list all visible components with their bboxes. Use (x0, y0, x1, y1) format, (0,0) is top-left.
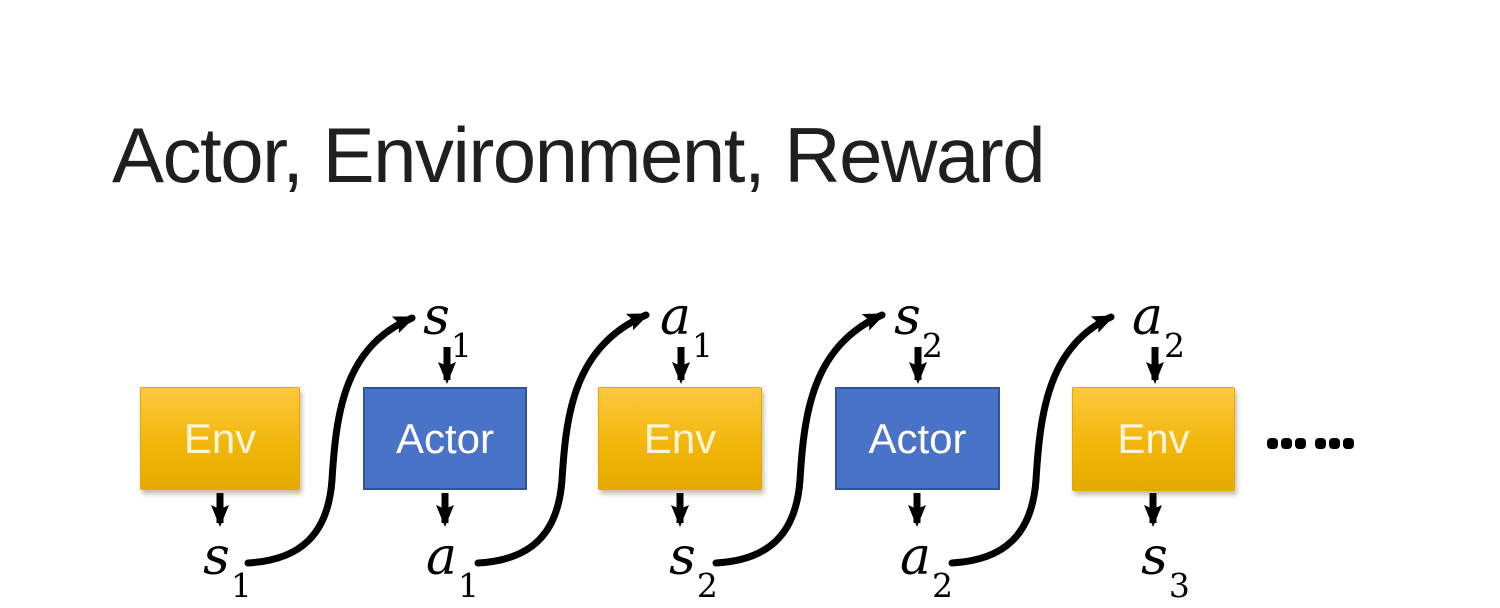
label-sub: 1 (692, 326, 713, 366)
action-label-a2-top: a2 (1108, 291, 1208, 362)
label-sub: 1 (230, 566, 252, 606)
label-sub: 1 (450, 326, 472, 366)
dot (1343, 438, 1354, 449)
label-base: a (1131, 287, 1163, 347)
dot (1281, 438, 1292, 449)
slide-title: Actor, Environment, Reward (112, 111, 1046, 199)
label-base: a (659, 287, 691, 347)
actor-box-1: Actor (363, 387, 527, 490)
label-base: a (899, 527, 931, 587)
dot (1315, 438, 1326, 449)
label-sub: 2 (921, 326, 943, 366)
label-sub: 2 (932, 566, 953, 606)
env-box-3: Env (1072, 387, 1235, 491)
label-base: s (1141, 527, 1168, 587)
action-label-a1-bottom: a1 (402, 531, 502, 602)
env-box-2: Env (598, 387, 762, 490)
label-sub: 1 (458, 566, 479, 606)
state-label-s1-bottom: s1 (177, 531, 277, 602)
env-box-2-label: Env (643, 414, 717, 462)
label-sub: 3 (1168, 566, 1190, 606)
env-box-1: Env (140, 387, 300, 490)
state-label-s3-bottom: s3 (1115, 531, 1215, 602)
label-sub: 2 (696, 566, 718, 606)
action-label-a1-top: a1 (636, 291, 736, 362)
state-label-s2-bottom: s2 (643, 531, 743, 602)
actor-box-1-label: Actor (395, 414, 495, 462)
state-label-s1-top: s1 (397, 291, 497, 362)
actor-box-2: Actor (835, 387, 1000, 490)
env-box-1-label: Env (183, 414, 257, 462)
label-base: s (423, 287, 450, 347)
label-base: a (425, 527, 457, 587)
action-label-a2-bottom: a2 (876, 531, 976, 602)
label-base: s (894, 287, 921, 347)
dot (1267, 438, 1278, 449)
env-box-3-label: Env (1117, 415, 1190, 462)
dot (1295, 438, 1306, 449)
label-sub: 2 (1164, 326, 1185, 366)
dot (1329, 438, 1340, 449)
state-label-s2-top: s2 (868, 291, 968, 362)
label-base: s (669, 527, 696, 587)
actor-box-2-label: Actor (868, 414, 967, 462)
label-base: s (203, 527, 230, 587)
continuation-dots (1267, 438, 1357, 449)
